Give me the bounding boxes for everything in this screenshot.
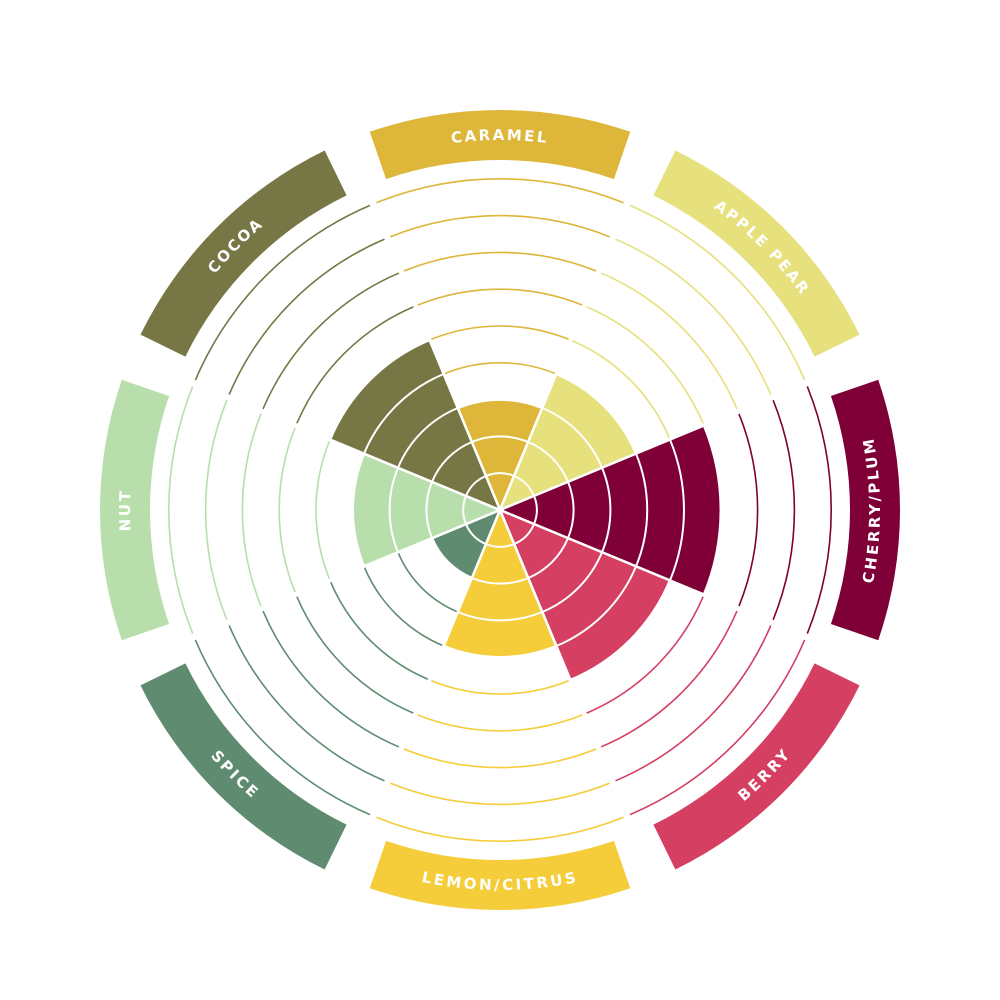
- grid-arc: [586, 596, 704, 714]
- wedge-ring: [567, 481, 575, 539]
- grid-arc: [571, 340, 670, 439]
- segment-caramel: CARAMEL: [369, 109, 631, 514]
- label-band-nut: [99, 379, 170, 641]
- grid-arc: [376, 816, 624, 842]
- wedge-ring: [465, 523, 487, 545]
- grid-arc: [417, 714, 583, 732]
- wedge-caramel: [456, 398, 544, 514]
- wedge-apple-pear: [497, 372, 638, 513]
- label-band-lemon-citrus: [369, 840, 631, 911]
- grid-arc: [600, 610, 738, 748]
- label-band-caramel: [369, 109, 631, 180]
- wedge-cocoa: [328, 338, 503, 513]
- wedge-ring: [513, 475, 535, 497]
- grid-arc: [241, 413, 262, 607]
- grid-arc: [168, 386, 194, 634]
- grid-arc: [315, 441, 331, 579]
- grid-arc: [738, 413, 759, 607]
- wedge-ring: [669, 439, 685, 581]
- grid-arc: [228, 625, 385, 782]
- wedge-ring: [397, 407, 459, 469]
- label-band-spice: [140, 663, 347, 870]
- segment-berry: BERRY: [497, 507, 860, 870]
- segment-lemon-citrus: LEMON/CITRUS: [369, 506, 631, 911]
- wedge-ring: [457, 611, 543, 622]
- grid-arc: [296, 596, 414, 714]
- category-label-cherry-plum: CHERRY/PLUM: [859, 435, 884, 584]
- label-band-cherry-plum: [830, 379, 901, 641]
- grid-arc: [615, 238, 772, 395]
- segment-cherry-plum: CHERRY/PLUM: [496, 379, 901, 641]
- label-band-cocoa: [140, 150, 347, 357]
- grid-arc: [262, 610, 400, 748]
- grid-arc: [194, 204, 371, 381]
- grid-arc: [376, 178, 624, 204]
- wedge-ring: [541, 407, 603, 469]
- wedge-ring: [431, 441, 473, 483]
- grid-arc: [629, 204, 806, 381]
- grid-arc: [403, 251, 597, 272]
- grid-arc: [629, 639, 806, 816]
- wedge-ring: [462, 495, 467, 525]
- grid-arc: [615, 625, 772, 782]
- grid-arc: [194, 639, 371, 816]
- grid-arc: [262, 272, 400, 410]
- wedge-ring: [513, 523, 535, 545]
- label-band-berry: [653, 663, 860, 870]
- grid-arc: [204, 399, 228, 621]
- grid-arc: [444, 361, 556, 375]
- wedge-ring: [527, 537, 569, 579]
- wedge-ring: [635, 453, 649, 567]
- grid-arc: [403, 748, 597, 769]
- wedge-ring: [388, 467, 399, 553]
- label-band-apple-pear: [653, 150, 860, 357]
- wedge-ring: [425, 481, 433, 539]
- grid-arc: [330, 581, 429, 680]
- wedge-ring: [601, 467, 612, 553]
- grid-arc: [600, 272, 738, 410]
- wedge-ring: [363, 373, 445, 455]
- grid-arc: [228, 238, 385, 395]
- category-label-caramel: CARAMEL: [450, 126, 550, 147]
- wedge-ring: [555, 565, 637, 647]
- wedge-ring: [465, 475, 487, 497]
- wedge-ring: [471, 577, 529, 585]
- grid-arc: [296, 306, 414, 424]
- grid-arc: [586, 306, 704, 424]
- wedge-ring: [541, 551, 603, 613]
- wedge-ring: [485, 472, 515, 477]
- wedge-ring: [533, 495, 538, 525]
- grid-arc: [389, 214, 611, 238]
- grid-arc: [278, 427, 296, 593]
- wedge-berry: [497, 507, 672, 682]
- grid-arc: [417, 288, 583, 306]
- wedge-ring: [471, 435, 529, 443]
- segment-nut: NUT: [99, 379, 504, 641]
- grid-arc: [389, 782, 611, 806]
- grid-arc: [363, 567, 443, 647]
- grid-arc: [772, 399, 796, 621]
- category-label-nut: NUT: [116, 488, 135, 531]
- wedge-ring: [485, 543, 515, 548]
- grid-arc: [397, 552, 458, 613]
- grid-arc: [806, 386, 832, 634]
- grid-arc: [431, 679, 569, 695]
- grid-arc: [431, 325, 569, 341]
- wedge-ring: [527, 441, 569, 483]
- segment-spice: SPICE: [140, 507, 503, 870]
- segment-cocoa: COCOA: [140, 150, 503, 513]
